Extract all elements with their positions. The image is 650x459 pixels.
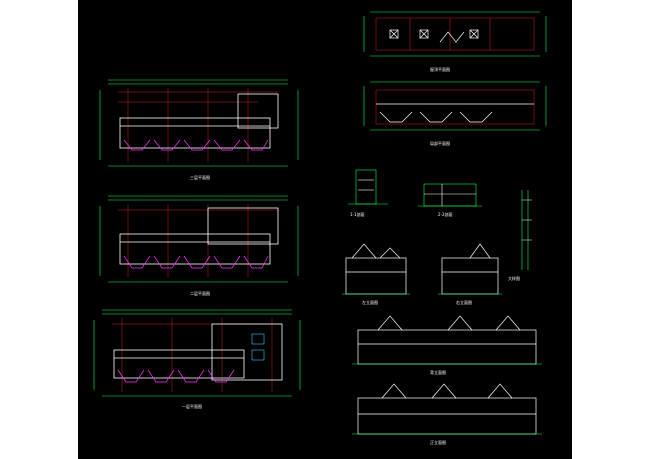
front-elevation — [352, 383, 542, 435]
front-elevation-caption: 正立面图 — [430, 440, 446, 445]
detail-caption: 大样图 — [508, 276, 520, 281]
cad-drawing-sheet: 三层平面图 二层平面图 一层平面图 屋顶平面图 局部平面图 1-1剖面 2-2剖… — [78, 0, 572, 459]
floor-plan-1 — [93, 309, 301, 397]
left-side-elevation — [342, 243, 410, 295]
floor-plan-2 — [99, 195, 299, 283]
cad-drawing-canvas — [93, 11, 547, 435]
plan-1-caption: 一层平面图 — [182, 404, 202, 409]
rear-elevation-caption: 背立面图 — [430, 370, 446, 375]
section-2 — [418, 183, 482, 207]
roof-plan-caption: 屋顶平面图 — [430, 67, 450, 72]
detail — [521, 190, 532, 270]
upper-plan-caption: 局部平面图 — [430, 141, 450, 146]
floor-plan-3 — [99, 79, 299, 167]
plan-3-caption: 三层平面图 — [190, 175, 210, 180]
plan-2-caption: 二层平面图 — [190, 291, 210, 296]
right-side-elevation — [438, 243, 502, 295]
rear-elevation — [352, 315, 542, 365]
right-elevation-caption: 右立面图 — [456, 300, 472, 305]
section-1-caption: 1-1剖面 — [350, 212, 365, 217]
left-elevation-caption: 左立面图 — [362, 300, 378, 305]
roof-plan — [363, 11, 547, 57]
upper-plan — [363, 81, 547, 131]
section-1 — [348, 169, 388, 205]
section-2-caption: 2-2剖面 — [438, 212, 453, 217]
